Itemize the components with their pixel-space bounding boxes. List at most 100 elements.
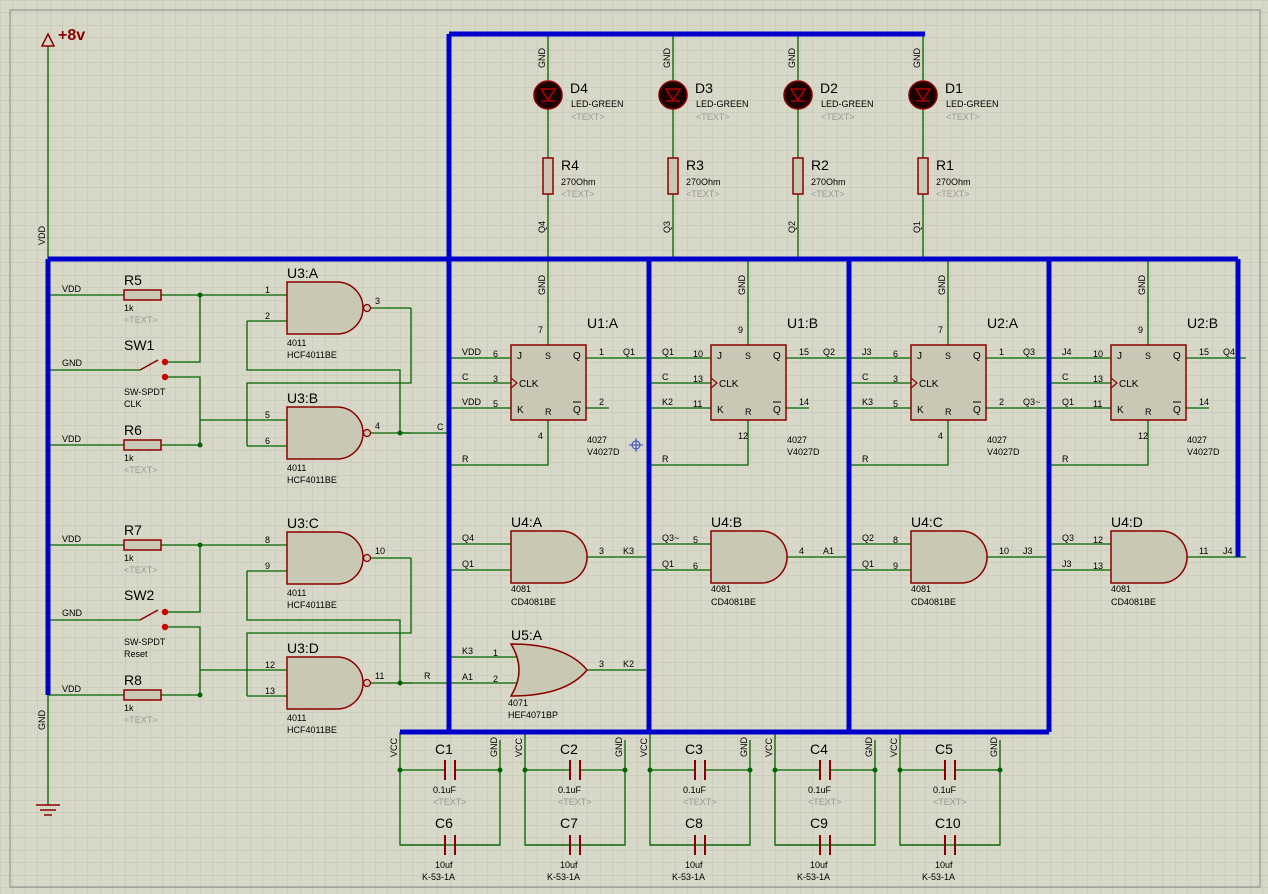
- ff-pin-name-s: S: [745, 351, 751, 361]
- junction-dot: [772, 767, 778, 773]
- resistor-text-placeholder: <TEXT>: [936, 189, 970, 199]
- gate-pin: 13: [265, 686, 275, 696]
- ff-part: 4027: [787, 435, 807, 445]
- led-ref: D2: [820, 80, 838, 96]
- junction-dot: [622, 767, 628, 773]
- ff-pin-clk: 3: [493, 374, 498, 384]
- net-label-c: C: [437, 422, 444, 432]
- flipflop-body: [710, 344, 787, 421]
- ff-part: 4027: [987, 435, 1007, 445]
- led-value: LED-GREEN: [821, 99, 874, 109]
- diode-icon: [789, 88, 807, 102]
- wire: [1051, 420, 1149, 466]
- ff-pin-s: 7: [938, 325, 943, 335]
- ff-pin-r: 12: [1138, 431, 1148, 441]
- clock-edge-icon: [510, 377, 518, 389]
- resistor-text-placeholder: <TEXT>: [561, 189, 595, 199]
- gate-pin: 5: [265, 410, 270, 420]
- diode-icon: [539, 88, 557, 102]
- resistor-text-placeholder: <TEXT>: [811, 189, 845, 199]
- clock-edge-icon: [910, 377, 918, 389]
- power-terminal[interactable]: +8v: [40, 27, 85, 47]
- gate-in2-net: Q1: [462, 559, 474, 569]
- capacitor-type: K-53-1A: [797, 872, 830, 882]
- resistor-ref: R8: [124, 672, 142, 688]
- gate-pin: 9: [893, 561, 898, 571]
- gate-in1-net: Q3~: [662, 533, 679, 543]
- ff-pin-q: 15: [799, 347, 809, 357]
- resistor-ref: R7: [124, 522, 142, 538]
- ff-in-c-net: C: [1062, 372, 1069, 382]
- gate-pin: 11: [1199, 546, 1208, 556]
- gate-chip: CD4081BE: [911, 597, 956, 607]
- junction-dot: [397, 430, 403, 436]
- resistor-body: [542, 157, 554, 195]
- gate-pin: 10: [375, 546, 385, 556]
- gate-chip: CD4081BE: [511, 597, 556, 607]
- ff-ref: U1:B: [787, 315, 818, 331]
- ff-in-j-net: J4: [1062, 347, 1072, 357]
- resistor-value: 1k: [124, 303, 134, 313]
- gate-pin: 3: [375, 296, 380, 306]
- gate-chip: HCF4011BE: [287, 475, 337, 485]
- components: GNDD4LED-GREEN<TEXT>R4270Ohm<TEXT>Q4GNDD…: [62, 48, 1235, 883]
- gate-pin: 3: [599, 659, 604, 669]
- ff-pin-q: 1: [999, 347, 1004, 357]
- clock-edge-icon: [710, 377, 718, 389]
- probe-crosshair-icon[interactable]: [629, 438, 643, 452]
- ff-pin-name-k: K: [917, 405, 924, 416]
- ff-ref: U1:A: [587, 315, 619, 331]
- wire: [168, 545, 201, 613]
- ff-pin-name-k: K: [517, 405, 524, 416]
- switch-ref: SW2: [124, 587, 155, 603]
- led-body-icon: [658, 80, 688, 110]
- led-ref: D1: [945, 80, 963, 96]
- inverter-bubble-icon: [362, 678, 372, 688]
- cap-gnd-label: GND: [614, 737, 624, 758]
- ff-pin-name-clk: CLK: [1119, 379, 1139, 390]
- gate-pin: 8: [265, 535, 270, 545]
- resistor-body: [123, 689, 162, 701]
- gate-ref: U4:C: [911, 514, 943, 530]
- inverter-bubble-icon: [362, 428, 372, 438]
- ff-pin-qb: 14: [799, 397, 809, 407]
- buses: [45, 31, 1241, 735]
- ff-pin-name-qb: Q: [1173, 405, 1181, 416]
- resistor-body: [123, 539, 162, 551]
- ground-symbol[interactable]: [36, 804, 60, 816]
- flipflop-body: [510, 344, 587, 421]
